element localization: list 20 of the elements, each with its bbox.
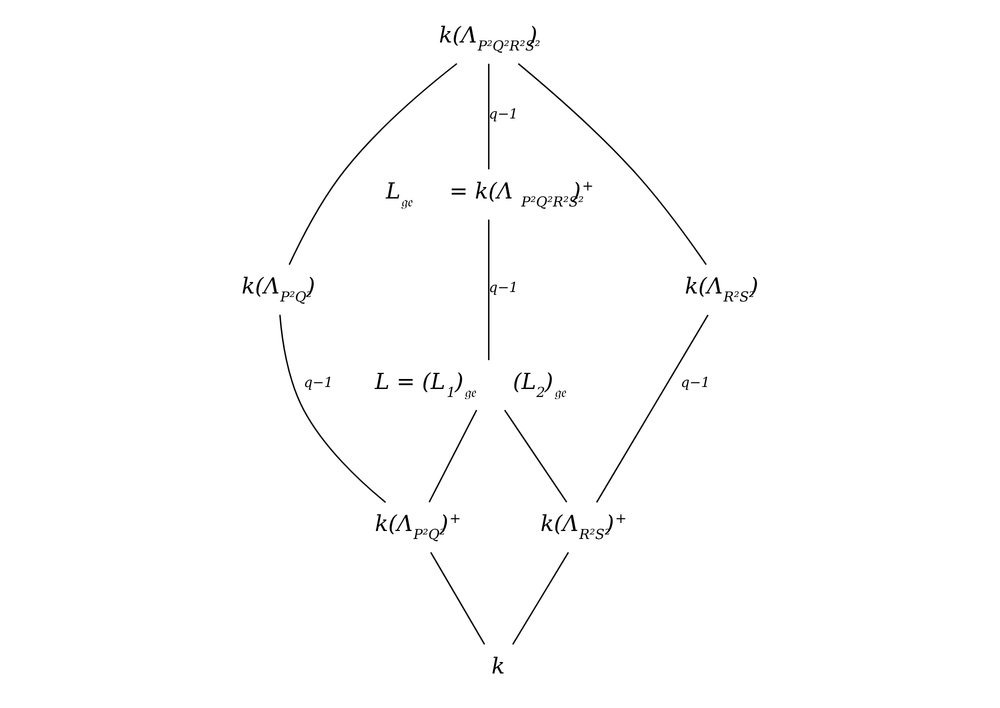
node-text: k [491,653,504,680]
connector [428,410,477,502]
edge-label: q−1 [488,280,518,296]
connector [430,552,485,645]
connector [488,64,489,170]
connector [596,314,708,503]
connector [488,220,489,360]
connector [517,63,706,265]
node-text: k(Λ$_{P²Q²}$) [241,274,315,306]
node-text: k(Λ$_{R²S²}$)$^{+}$ [540,511,626,544]
connector [278,314,386,503]
connector [504,410,567,503]
edge-label: q−1 [488,106,518,123]
node-text: k(Λ$_{P²Q²}$)$^{+}$ [374,511,460,544]
edge-label: q−1 [303,375,332,392]
connector [512,552,568,645]
node-text: L = (L$_{1}$)$_{𝔤𝔢}$(L$_{2}$)$_{𝔤𝔢}$ [374,368,565,401]
node-text: k(Λ$_{R²S²}$) [684,274,758,306]
edge-label: q−1 [680,375,710,392]
connector [288,63,457,265]
